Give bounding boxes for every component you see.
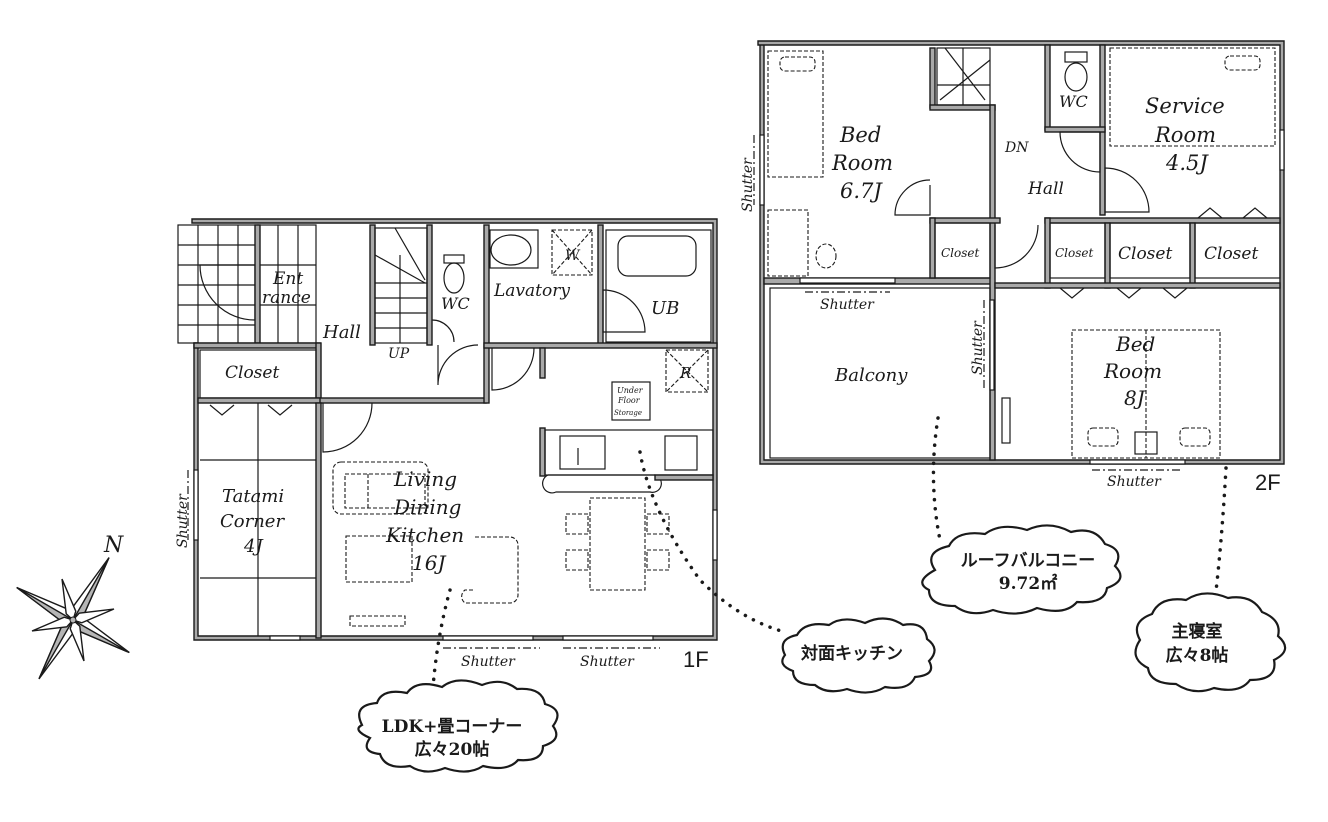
- label-shutter-2f-a: Shutter: [820, 297, 875, 313]
- callout-ldk: [357, 679, 559, 773]
- compass-rose-icon: [16, 557, 130, 680]
- callout-ldk-line2: 広々20帖: [415, 739, 490, 760]
- first-floor-stairs: [374, 227, 428, 344]
- label-bed1-size: 6.7J: [840, 179, 883, 203]
- label-wc-2f: WC: [1059, 92, 1088, 111]
- label-storage-2: Floor: [617, 396, 641, 405]
- label-storage-1: Under: [617, 386, 644, 395]
- second-floor-stairs: [936, 47, 991, 106]
- callout-balcony-line1: ルーフバルコニー: [961, 551, 1096, 571]
- label-ldk-2: Dining: [393, 495, 461, 519]
- label-shutter-2f-d: Shutter: [1107, 474, 1162, 490]
- first-floor-closet-tatami: [197, 349, 373, 639]
- callout-kitchen: [781, 617, 936, 694]
- first-floor-lavatory: [489, 229, 593, 391]
- label-tatami-2: Corner: [220, 511, 285, 532]
- first-floor-plan: [177, 218, 718, 649]
- label-storage-3: Storage: [614, 409, 642, 417]
- label-shutter-1f-a: Shutter: [461, 654, 516, 670]
- label-balcony: Balcony: [834, 365, 908, 386]
- label-service-size: 4.5J: [1165, 151, 1209, 175]
- label-hall-1f: Hall: [322, 322, 361, 343]
- label-entrance-1: Ent: [272, 269, 303, 289]
- label-ldk-1: Living: [393, 467, 457, 491]
- label-shutter-2f-b: Shutter: [740, 157, 756, 212]
- callout-master: [1134, 592, 1287, 693]
- first-floor-bath: [602, 229, 712, 343]
- label-lavatory: Lavatory: [493, 281, 570, 301]
- label-tatami-size: 4J: [243, 536, 264, 557]
- label-service-2: Room: [1154, 123, 1216, 147]
- callout-kitchen-line1: 対面キッチン: [800, 643, 903, 664]
- callout-master-line1: 主寝室: [1172, 621, 1223, 642]
- label-tatami-1: Tatami: [222, 486, 284, 507]
- label-shutter-1f-b: Shutter: [580, 654, 635, 670]
- callout-master-line2: 広々8帖: [1166, 645, 1229, 666]
- label-bed2-size: 8J: [1124, 386, 1146, 410]
- label-bed1-2: Room: [831, 151, 893, 175]
- label-ldk-3: Kitchen: [385, 523, 464, 547]
- compass-north-label: N: [103, 533, 124, 558]
- label-ldk-size: 16J: [412, 551, 446, 575]
- label-bed2-1: Bed: [1115, 332, 1155, 356]
- callout-balcony-line2: 9.72㎡: [999, 573, 1057, 594]
- callout-ldk-line1: LDK+畳コーナー: [382, 717, 523, 737]
- label-shutter-1f-c: Shutter: [175, 493, 191, 548]
- label-closet-2f-d: Closet: [1204, 244, 1258, 264]
- label-closet-2f-c: Closet: [1118, 244, 1172, 264]
- second-floor-outer-wall: [757, 40, 1285, 465]
- second-floor-plan: [753, 40, 1285, 471]
- label-stairs-dn: DN: [1004, 140, 1029, 156]
- label-service-1: Service: [1145, 94, 1225, 118]
- label-bed1-1: Bed: [839, 123, 881, 147]
- label-closet-2f-b: Closet: [1055, 246, 1094, 260]
- first-floor-living-furniture: [332, 461, 519, 627]
- label-fridge: R: [679, 364, 691, 382]
- label-bed2-2: Room: [1103, 359, 1162, 383]
- first-floor-kitchen: [539, 347, 714, 591]
- label-shutter-2f-c: Shutter: [970, 320, 986, 375]
- label-entrance-2: rance: [262, 288, 311, 308]
- label-closet-2f-a: Closet: [941, 246, 980, 260]
- label-wc-1f: WC: [441, 294, 470, 313]
- label-bath: UB: [651, 298, 679, 319]
- label-stairs-up: UP: [388, 346, 410, 362]
- label-washer: W: [565, 248, 581, 264]
- floor-tag-1f: 1F: [683, 647, 709, 672]
- first-floor-toilet: [431, 254, 479, 386]
- label-closet-1f: Closet: [225, 363, 279, 383]
- floor-tag-2f: 2F: [1255, 470, 1281, 495]
- callout-balcony: [921, 524, 1122, 615]
- label-hall-2f: Hall: [1027, 179, 1064, 199]
